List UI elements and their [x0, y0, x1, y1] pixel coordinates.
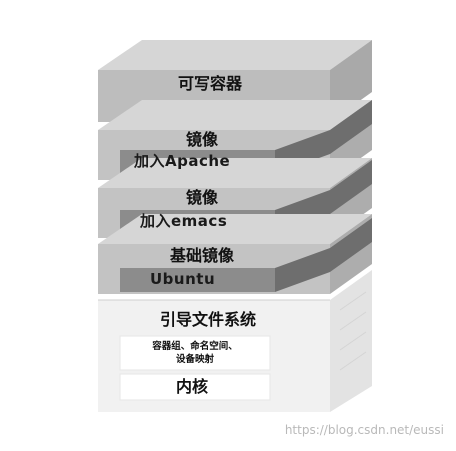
kernel-label: 内核: [176, 377, 209, 396]
image-label-2: 镜像: [186, 188, 219, 207]
base-image-label: 基础镜像: [170, 246, 235, 265]
apache-bar-label: 加入Apache: [134, 152, 231, 170]
kernel-features-box: [119, 335, 271, 371]
writable-container-label: 可写容器: [178, 74, 243, 93]
kernel-features-label: 容器组、命名空间、 设备映射: [124, 340, 266, 366]
kernel-features-line-2: 设备映射: [175, 354, 214, 365]
watermark-text: https://blog.csdn.net/eussi: [284, 423, 444, 437]
bootfs-label: 引导文件系统: [160, 310, 257, 329]
kernel-features-line-1: 容器组、命名空间、: [152, 341, 238, 352]
kernel-box: [119, 373, 271, 401]
base-image-layer: [98, 214, 372, 294]
image-label-1: 镜像: [186, 130, 219, 149]
base-side-shading: [339, 291, 367, 371]
emacs-bar-label: 加入emacs: [140, 212, 228, 230]
ubuntu-bar-label: Ubuntu: [150, 270, 216, 288]
